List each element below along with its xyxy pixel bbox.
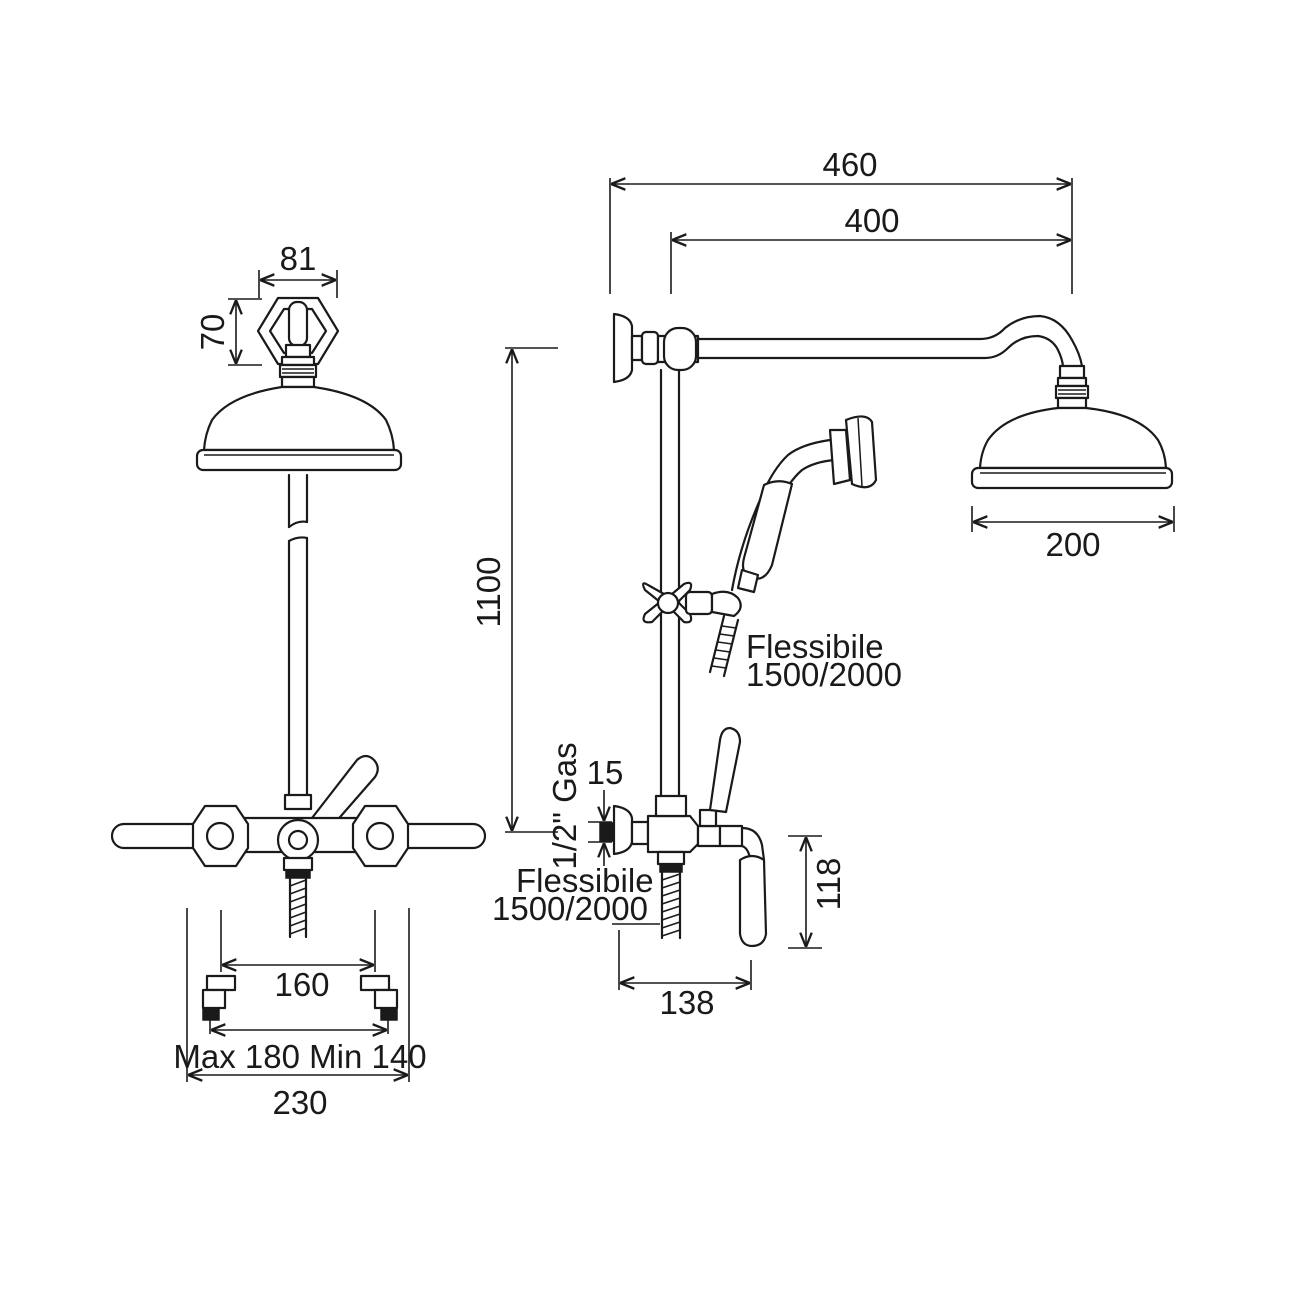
side-view: 460 400 200 1100 15 [470, 146, 1175, 1021]
label-hose-upper-1: Flessibile [746, 628, 884, 665]
dim-200: 200 [1045, 526, 1100, 563]
front-hose [288, 876, 308, 939]
label-hose-lower-1: Flessibile [516, 862, 654, 899]
dim-81: 81 [280, 240, 317, 277]
side-dim-400: 400 [670, 202, 1071, 294]
side-hose-lower [660, 870, 682, 940]
front-mixer-body [110, 804, 487, 879]
front-dim-top-height: 70 [194, 298, 262, 366]
side-wall-arm [612, 312, 1090, 410]
front-riser-column [283, 473, 313, 811]
dim-460: 460 [822, 146, 877, 183]
side-slide-bracket [641, 581, 742, 624]
front-dim-top-width: 81 [258, 240, 338, 298]
front-diverter-lever [310, 754, 379, 834]
side-mixer [599, 726, 768, 948]
dim-15: 15 [587, 754, 624, 791]
side-dim-15: 15 [587, 754, 624, 866]
dim-138: 138 [659, 984, 714, 1021]
side-dim-118: 118 [788, 835, 847, 949]
dim-160: 160 [274, 966, 329, 1003]
side-dim-460: 460 [609, 146, 1073, 294]
dim-118: 118 [810, 858, 847, 911]
dim-max-min: Max 180 Min 140 [173, 1038, 426, 1075]
front-dim-center-spacing: 160 [220, 910, 376, 1003]
label-hose-lower-2: 1500/2000 [492, 890, 648, 927]
side-hose-upper [708, 614, 740, 678]
side-riser-column [659, 368, 681, 798]
front-view: 81 70 160 Max 180 Min 140 230 [110, 240, 487, 1121]
dim-230: 230 [272, 1084, 327, 1121]
label-inlet-thread: 1/2" Gas [546, 742, 583, 869]
side-hand-shower [730, 415, 878, 594]
front-eccentric-connectors [201, 974, 399, 1021]
side-dim-200: 200 [971, 506, 1175, 563]
front-top-bracket [256, 296, 340, 389]
dim-400: 400 [844, 202, 899, 239]
label-hose-upper-2: 1500/2000 [746, 656, 902, 693]
dim-70: 70 [194, 314, 231, 351]
side-dim-1100: 1100 [470, 347, 558, 833]
front-shower-head [195, 385, 403, 472]
side-shower-head [970, 406, 1174, 490]
front-dim-overall-width: 230 [186, 908, 410, 1121]
dim-1100: 1100 [470, 557, 507, 628]
front-dim-adjust-range: Max 180 Min 140 [173, 1020, 427, 1075]
side-dim-138: 138 [618, 930, 752, 1021]
